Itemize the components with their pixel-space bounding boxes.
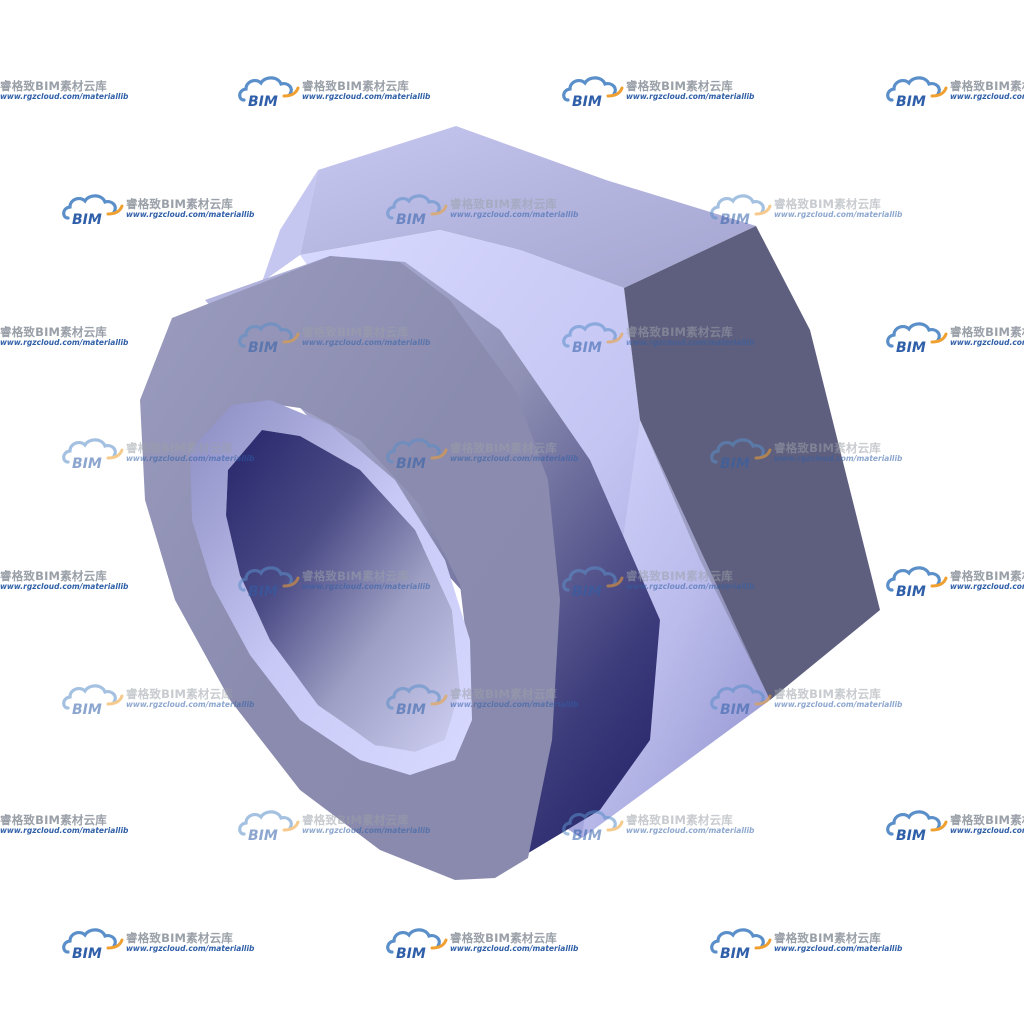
- bore-interior: [226, 430, 460, 752]
- flange-face: [140, 256, 560, 880]
- bore-chamfer: [190, 400, 472, 775]
- hex-left-face: [262, 170, 318, 282]
- hex-top-face: [300, 126, 756, 288]
